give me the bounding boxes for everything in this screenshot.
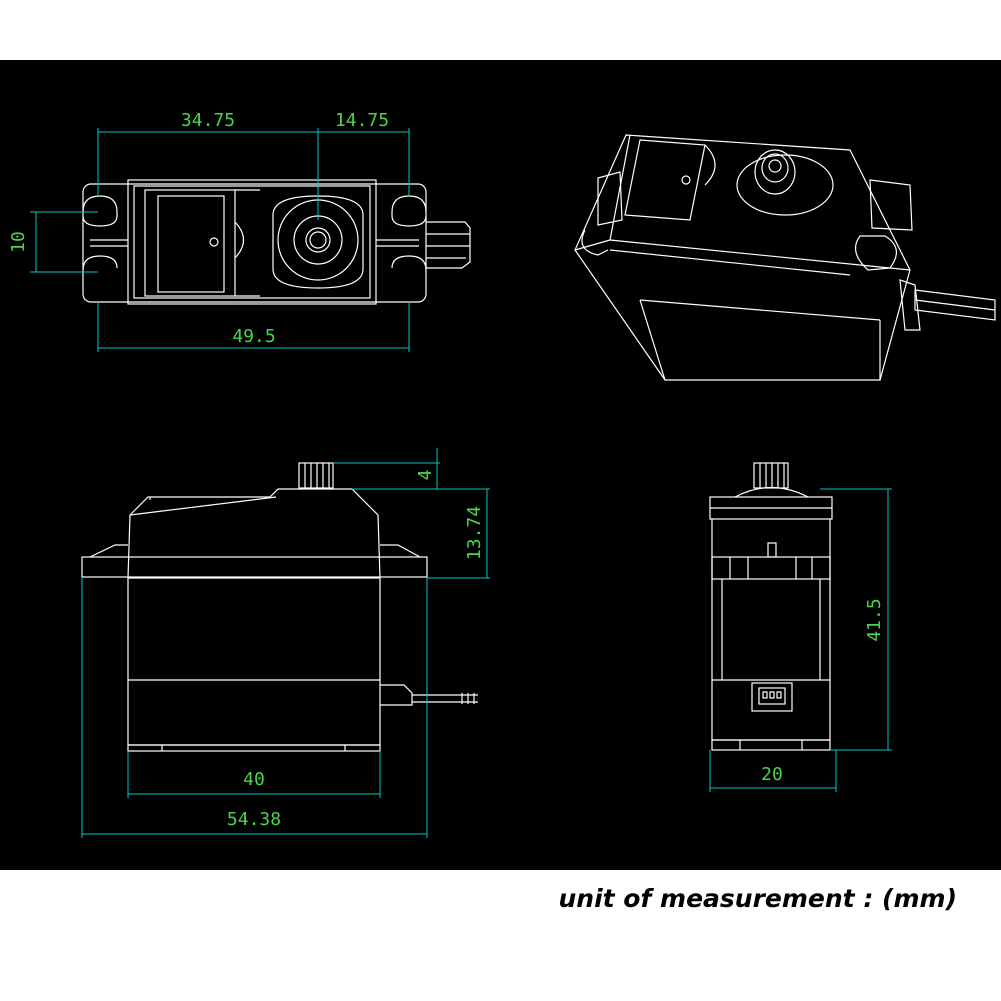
top-view-outline <box>82 179 471 305</box>
dim-mount-to-shaft: 34.75 <box>181 110 235 131</box>
drawing-canvas: 34.75 14.75 10 49.5 <box>0 60 1001 870</box>
dim-flange-width: 54.38 <box>227 809 281 830</box>
top-view: 34.75 14.75 10 49.5 <box>8 110 471 352</box>
dim-side-height: 41.5 <box>864 598 885 641</box>
dim-total-length: 49.5 <box>232 326 275 347</box>
dim-hole-spacing: 10 <box>8 231 29 253</box>
dim-body-width: 40 <box>243 769 265 790</box>
side-view-outline <box>709 462 833 751</box>
front-view-dimensions <box>81 448 490 838</box>
servo-technical-drawing: 34.75 14.75 10 49.5 <box>8 110 996 838</box>
dim-spline-height: 4 <box>415 470 436 481</box>
side-view-dimensions <box>709 488 892 792</box>
dim-shaft-to-end: 14.75 <box>335 110 389 131</box>
dim-side-width: 20 <box>761 764 783 785</box>
isometric-view <box>574 134 996 381</box>
top-view-dimensions <box>30 128 410 352</box>
front-view: 4 13.74 40 54.38 <box>81 448 490 838</box>
side-view: 41.5 20 <box>709 462 892 792</box>
unit-note: unit of measurement : (mm) <box>558 884 957 913</box>
dim-top-height: 13.74 <box>464 506 485 560</box>
front-view-outline <box>81 462 478 752</box>
